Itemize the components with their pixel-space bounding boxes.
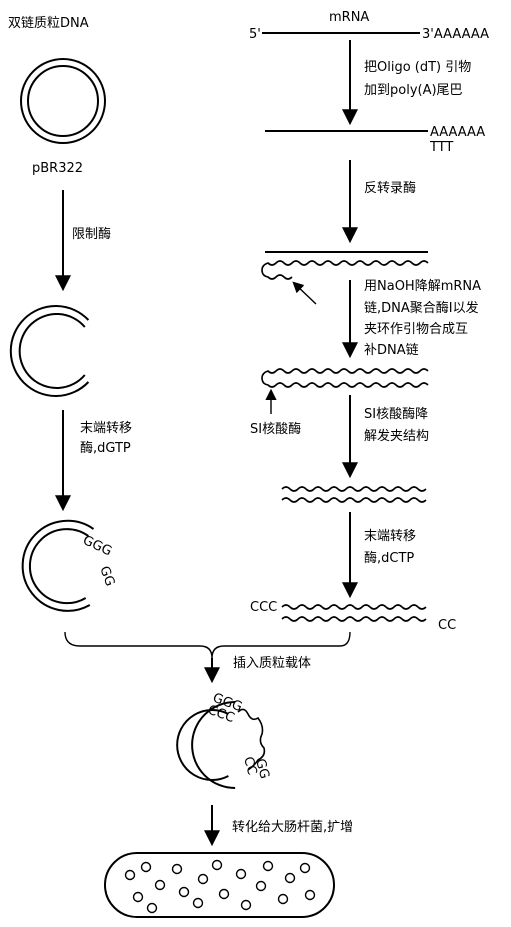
- restriction-enzyme-label: 限制酶: [72, 226, 111, 242]
- tailed-plasmid: [21, 519, 95, 612]
- recomb-cc: CC: [240, 755, 259, 776]
- hairpin-pointer-arrow: [292, 281, 317, 305]
- hairpin-cdna: [261, 260, 429, 280]
- oligo-dt-line1: 把Oligo (dT) 引物: [364, 60, 471, 75]
- naoh-line2: 链,DNA聚合酶I以发: [364, 300, 479, 316]
- tailed-cdna-top: [281, 604, 427, 610]
- ds-cdna-hairpin: [261, 368, 429, 388]
- recomb-gg: GG: [252, 757, 272, 780]
- transform-ecoli-label: 转化给大肠杆菌,扩增: [232, 820, 353, 835]
- oligo-dt-primer: TTT: [429, 140, 453, 155]
- mrna-3prime-polya: 3'AAAAAA: [422, 27, 489, 42]
- reverse-transcriptase-label: 反转录酶: [364, 180, 416, 196]
- intact-plasmid-circle: [20, 58, 106, 144]
- plasmid-name: pBR322: [32, 161, 83, 176]
- s1-step-line2: 解发夹结构: [364, 428, 429, 444]
- terminal-transferase-dctp-line2: 酶,dCTP: [364, 550, 414, 566]
- ecoli-cell: [104, 852, 335, 918]
- oligo-dt-line2: 加到poly(A)尾巴: [364, 83, 463, 98]
- recombinant-plasmid: [176, 701, 266, 789]
- gg-tail-label: GG: [96, 564, 117, 588]
- terminal-transferase-dgtp-line2: 酶,dGTP: [80, 440, 131, 456]
- naoh-line1: 用NaOH降解mRNA: [364, 279, 481, 294]
- tailed-cdna-bottom: [281, 616, 427, 622]
- terminal-transferase-dgtp-line1: 末端转移: [80, 421, 132, 436]
- linearized-plasmid: [9, 305, 90, 397]
- ccc-tail-label: CCC: [250, 600, 277, 615]
- polya-tail: AAAAAA: [430, 125, 485, 140]
- ds-cdna-bottom: [281, 497, 427, 503]
- naoh-line4: 补DNA链: [364, 343, 419, 358]
- ds-cdna-top: [281, 486, 427, 492]
- naoh-line3: 夹环作引物合成互: [364, 322, 468, 337]
- s1-step-line1: SI核酸酶降: [364, 406, 428, 422]
- cc-tail-label: CC: [438, 618, 456, 633]
- mrna-5prime: 5': [249, 27, 261, 42]
- terminal-transferase-dctp-line1: 末端转移: [364, 529, 416, 544]
- ggg-tail-label: GGG: [80, 533, 114, 559]
- plasmid-title: 双链质粒DNA: [8, 16, 89, 31]
- mrna-label: mRNA: [329, 10, 369, 25]
- s1-nuclease-label: SI核酸酶: [250, 421, 301, 437]
- insert-into-vector-label: 插入质粒载体: [233, 656, 311, 671]
- merge-brace: [64, 631, 351, 659]
